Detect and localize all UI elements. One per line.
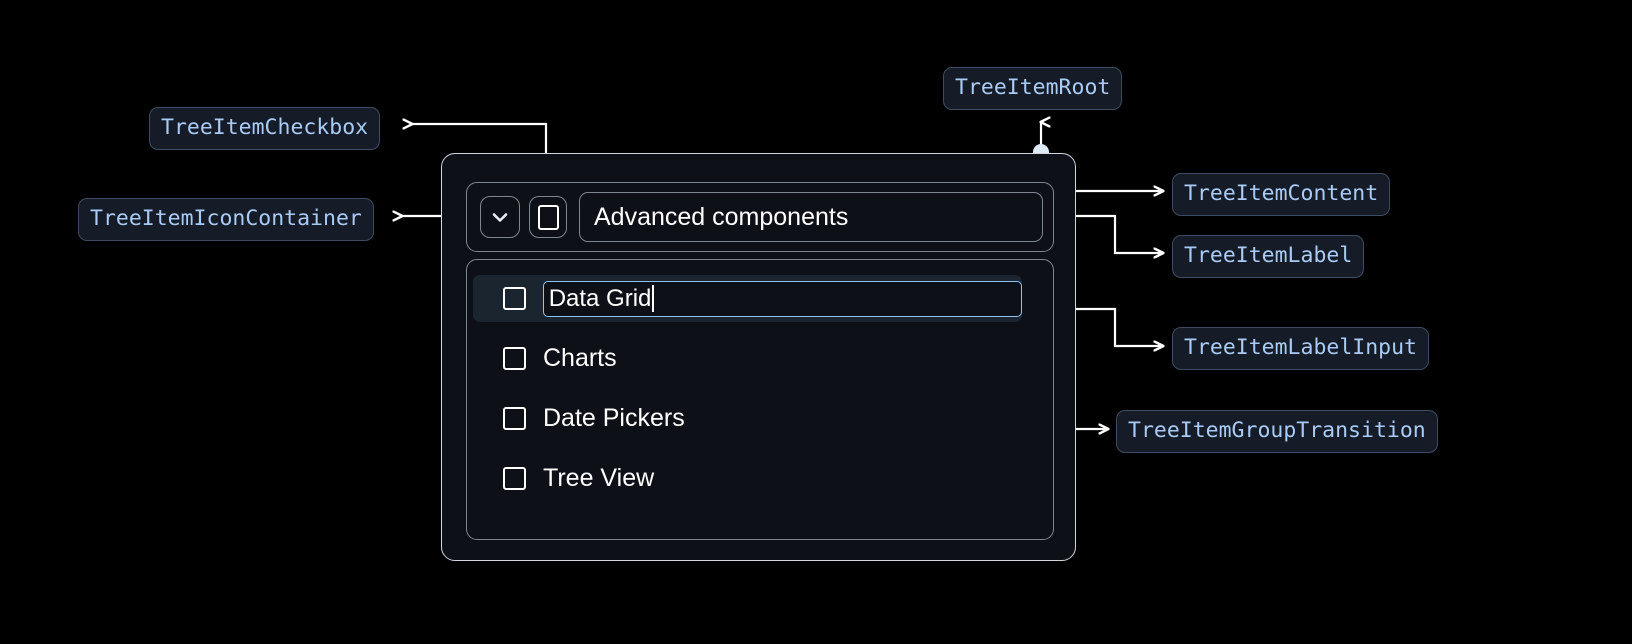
tree-item-checkbox[interactable] xyxy=(529,196,567,238)
annotation-chip-tree-item-checkbox: TreeItemCheckbox xyxy=(149,107,381,150)
annotation-chip-tree-item-label-input: TreeItemLabelInput xyxy=(1172,327,1429,370)
tree-item-row-charts[interactable]: Charts xyxy=(467,335,1053,382)
tree-item-checkbox[interactable] xyxy=(503,287,526,310)
tree-item-label: Date Pickers xyxy=(543,404,685,432)
tree-item-label-input-value: Data Grid xyxy=(548,284,652,312)
annotation-chip-tree-item-group-transition: TreeItemGroupTransition xyxy=(1116,410,1438,453)
tree-item-checkbox[interactable] xyxy=(503,467,526,490)
tree-item-label[interactable]: Advanced components xyxy=(579,192,1043,242)
tree-item-row-data-grid[interactable]: Data Grid xyxy=(473,275,1022,322)
tree-item-row-date-pickers[interactable]: Date Pickers xyxy=(467,395,1053,442)
tree-item-checkbox[interactable] xyxy=(503,407,526,430)
tree-item-root[interactable]: Advanced components Data Grid Charts Dat… xyxy=(441,153,1076,561)
annotation-chip-tree-item-content: TreeItemContent xyxy=(1172,173,1391,216)
annotation-chip-tree-item-label: TreeItemLabel xyxy=(1172,235,1365,278)
tree-item-label: Tree View xyxy=(543,464,655,492)
text-caret xyxy=(652,285,654,312)
checkbox-box-icon xyxy=(537,204,559,230)
tree-item-label-text: Advanced components xyxy=(594,202,849,231)
tree-item-icon-container[interactable] xyxy=(480,196,520,238)
annotation-chip-tree-item-icon-container: TreeItemIconContainer xyxy=(78,198,374,241)
tree-item-label-input[interactable]: Data Grid xyxy=(542,280,1022,317)
tree-item-label: Charts xyxy=(543,344,617,372)
tree-item-row-tree-view[interactable]: Tree View xyxy=(467,455,1053,502)
annotation-chip-tree-item-root: TreeItemRoot xyxy=(943,67,1123,110)
tree-item-content[interactable]: Advanced components xyxy=(466,182,1054,252)
tree-item-checkbox[interactable] xyxy=(503,347,526,370)
chevron-down-icon xyxy=(487,204,513,230)
tree-item-group-transition[interactable]: Data Grid Charts Date Pickers Tree View xyxy=(466,259,1054,540)
